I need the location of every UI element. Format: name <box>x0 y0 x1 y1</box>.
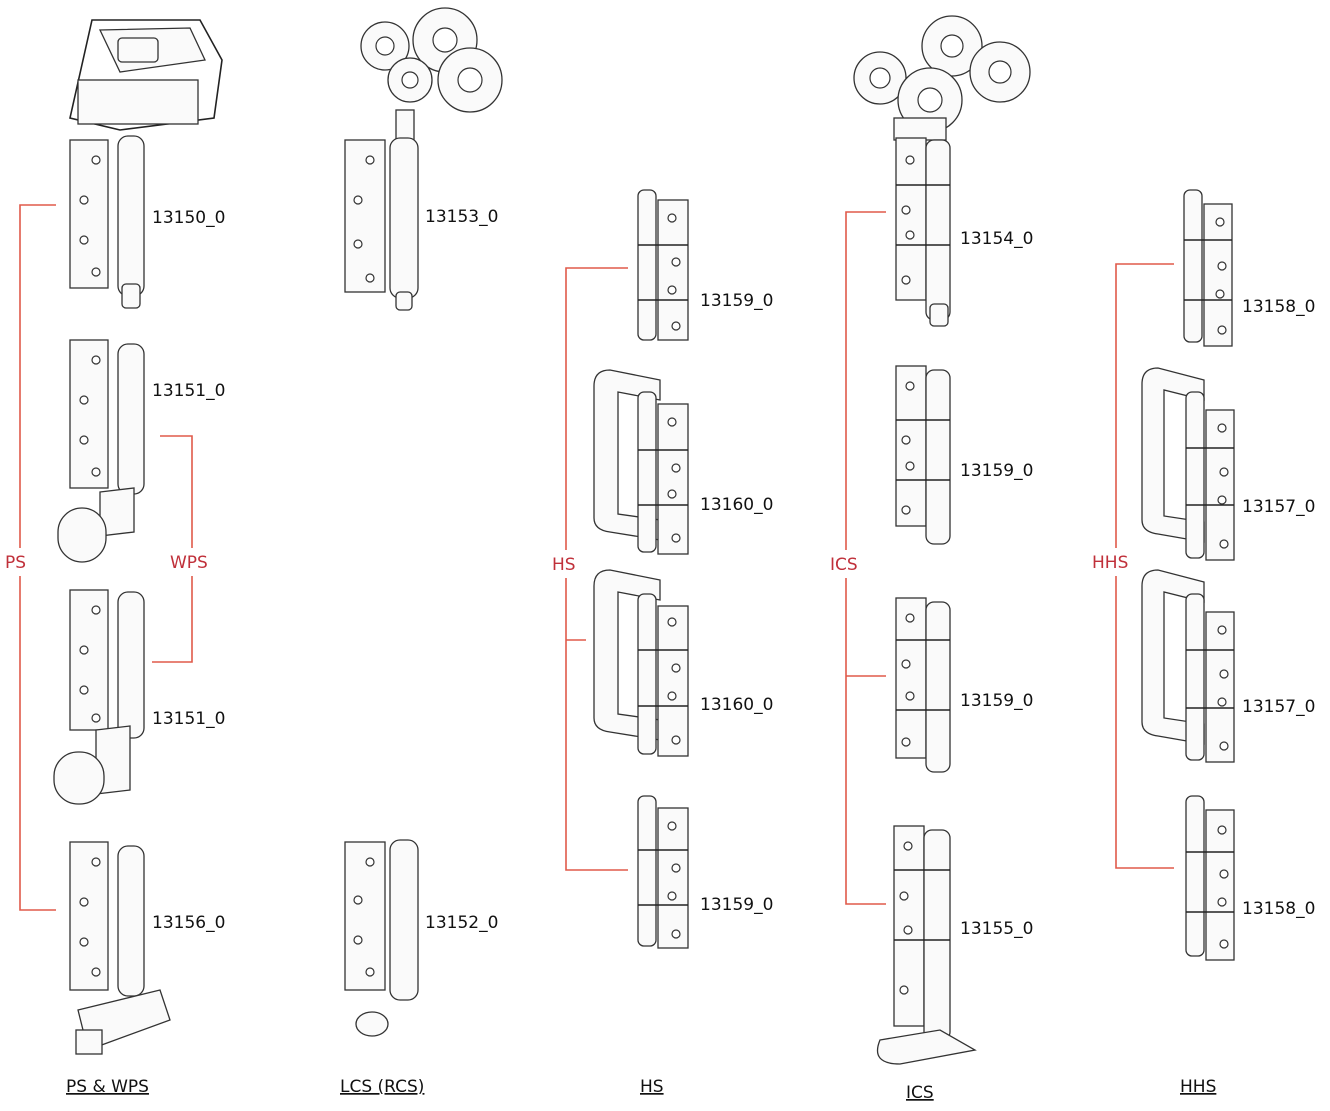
part-drawing-13156 <box>69 841 171 1055</box>
column-lcs-rcs: 13153_0 13152_0 LCS (RCS) <box>340 7 503 1097</box>
part-label: 13157_0 <box>1242 497 1315 517</box>
group-label-ics: ICS <box>830 555 858 575</box>
column-caption: HHS <box>1180 1077 1216 1097</box>
column-caption: PS & WPS <box>66 1077 149 1097</box>
part-drawing-13157-a <box>1141 367 1235 561</box>
part-drawing-13160-a <box>593 369 689 555</box>
column-hhs: 13158_0 13157_0 13157_0 13158_0 <box>1090 189 1315 1097</box>
group-label-hhs: HHS <box>1092 553 1128 573</box>
part-label: 13159_0 <box>960 461 1033 481</box>
part-drawing-13158-top <box>1183 189 1233 347</box>
group-label-ps: PS <box>5 553 26 573</box>
group-label-hs: HS <box>552 555 576 575</box>
part-drawing-13153 <box>344 7 503 311</box>
part-drawing-13159-ics-b <box>895 597 951 773</box>
part-label: 13160_0 <box>700 495 773 515</box>
part-drawing-13152 <box>344 839 419 1037</box>
part-label: 13152_0 <box>425 913 498 933</box>
part-drawing-13151b <box>53 589 145 805</box>
column-ps-wps: 13150_0 13151_0 13151_0 <box>4 19 225 1097</box>
part-label: 13157_0 <box>1242 697 1315 717</box>
part-drawing-13154 <box>853 15 1031 327</box>
part-drawing-13160-b <box>593 569 689 757</box>
part-drawing-13159-top <box>637 189 689 341</box>
part-label: 13151_0 <box>152 709 225 729</box>
part-label: 13159_0 <box>700 291 773 311</box>
part-label: 13156_0 <box>152 913 225 933</box>
part-drawing-13151 <box>57 339 145 563</box>
part-label: 13159_0 <box>700 895 773 915</box>
column-caption: HS <box>640 1077 664 1097</box>
part-label: 13151_0 <box>152 381 225 401</box>
part-drawing-13155 <box>876 825 977 1065</box>
group-label-wps: WPS <box>170 553 208 573</box>
column-caption: ICS <box>906 1083 934 1103</box>
part-drawing-13157-b <box>1141 569 1235 763</box>
column-hs: 13159_0 13160_0 13160_0 13159_0 <box>550 189 773 1097</box>
part-label: 13158_0 <box>1242 297 1315 317</box>
part-label: 13150_0 <box>152 208 225 228</box>
part-label: 13158_0 <box>1242 899 1315 919</box>
part-drawing-13159-ics-a <box>895 365 951 545</box>
part-drawing-13159-bottom <box>637 795 689 949</box>
part-label: 13154_0 <box>960 229 1033 249</box>
part-label: 13153_0 <box>425 207 498 227</box>
part-label: 13155_0 <box>960 919 1033 939</box>
part-drawing-13150 <box>69 19 223 309</box>
part-label: 13160_0 <box>700 695 773 715</box>
part-drawing-13158-bottom <box>1185 795 1235 961</box>
column-caption: LCS (RCS) <box>340 1077 424 1097</box>
column-ics: 13154_0 13159_0 13159_0 13155_0 <box>828 15 1033 1103</box>
part-label: 13159_0 <box>960 691 1033 711</box>
